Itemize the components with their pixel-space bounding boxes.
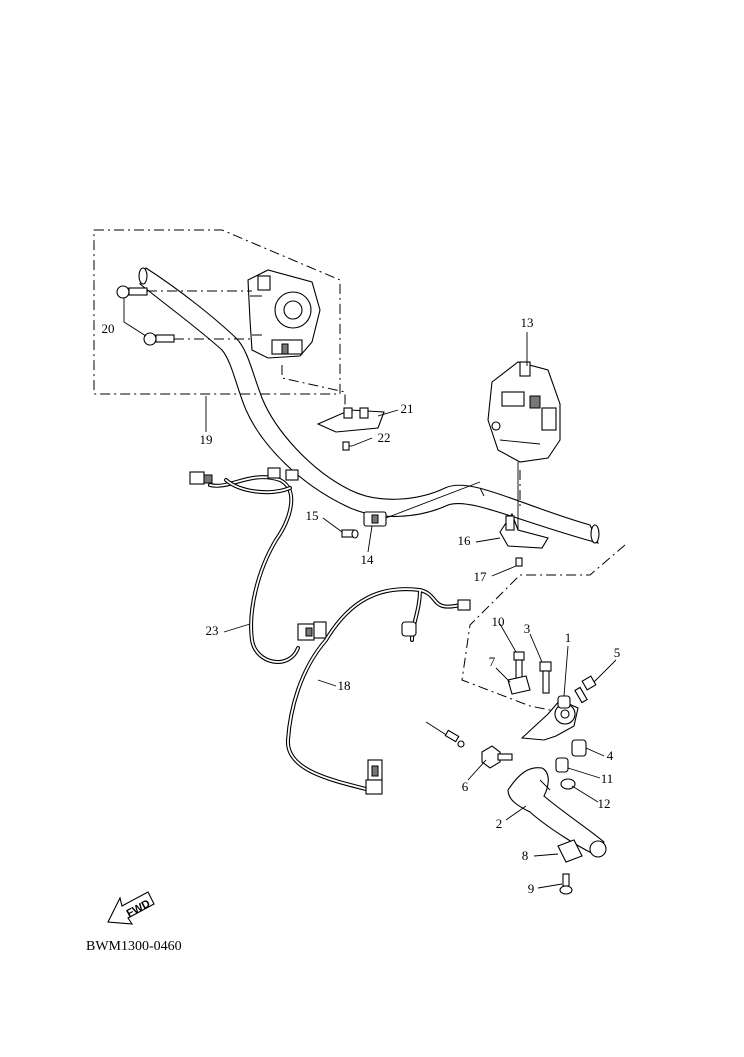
callout-12: 12 [598, 796, 611, 811]
callout-leaders [123, 298, 617, 889]
clamp-screw [342, 441, 352, 451]
callout-2: 2 [496, 816, 503, 831]
bolt-6 [481, 745, 513, 769]
wire-harness-left [189, 467, 327, 664]
callout-19: 19 [200, 432, 213, 447]
callout-3: 3 [524, 621, 531, 636]
assembly-group-outlines [93, 229, 626, 713]
callout-22: 22 [378, 430, 391, 445]
lever-cover-8 [557, 839, 583, 863]
callout-16: 16 [458, 533, 472, 548]
bolt-5 [574, 675, 597, 704]
callout-23: 23 [206, 623, 219, 638]
callout-17: 17 [474, 569, 488, 584]
callout-1: 1 [565, 630, 572, 645]
callout-14: 14 [361, 552, 375, 567]
callout-11: 11 [601, 771, 614, 786]
wire-clip [363, 481, 481, 527]
bolt-10 [513, 651, 525, 679]
bolt-3 [539, 661, 552, 694]
left-switch-screws [116, 285, 254, 346]
bushing-1 [557, 695, 571, 709]
callout-18: 18 [338, 678, 351, 693]
callout-4: 4 [607, 748, 614, 763]
holder-screw [515, 557, 523, 567]
clip-screw [341, 529, 359, 539]
callout-8: 8 [522, 848, 529, 863]
callout-9: 9 [528, 881, 535, 896]
callout-20: 20 [102, 321, 115, 336]
callout-7: 7 [489, 654, 496, 669]
collar-11 [555, 757, 569, 773]
right-switch-holder [499, 512, 549, 549]
lever-bracket [520, 699, 579, 741]
collar-4 [571, 739, 587, 757]
left-handlebar-switch [247, 269, 321, 359]
screw-9 [559, 873, 573, 895]
callout-15: 15 [306, 508, 319, 523]
callout-6: 6 [462, 779, 469, 794]
callout-10: 10 [492, 614, 505, 629]
clutch-lever [507, 767, 607, 858]
callout-13: 13 [521, 315, 534, 330]
forward-arrow-icon: FWD [107, 891, 155, 925]
callout-5: 5 [614, 645, 621, 660]
diagram-code: BWM1300-0460 [86, 939, 182, 954]
fwd-label: FWD [125, 898, 153, 920]
nut-12 [560, 778, 576, 790]
lower-clamp [316, 407, 385, 433]
callout-labels: 1 2 3 4 5 6 7 8 9 10 11 12 13 14 15 16 1… [102, 315, 621, 896]
callout-21: 21 [401, 401, 414, 416]
right-handlebar-switch [487, 361, 561, 530]
wire-harness-right [285, 587, 471, 795]
bracket-7 [507, 675, 531, 695]
cable [425, 721, 465, 748]
